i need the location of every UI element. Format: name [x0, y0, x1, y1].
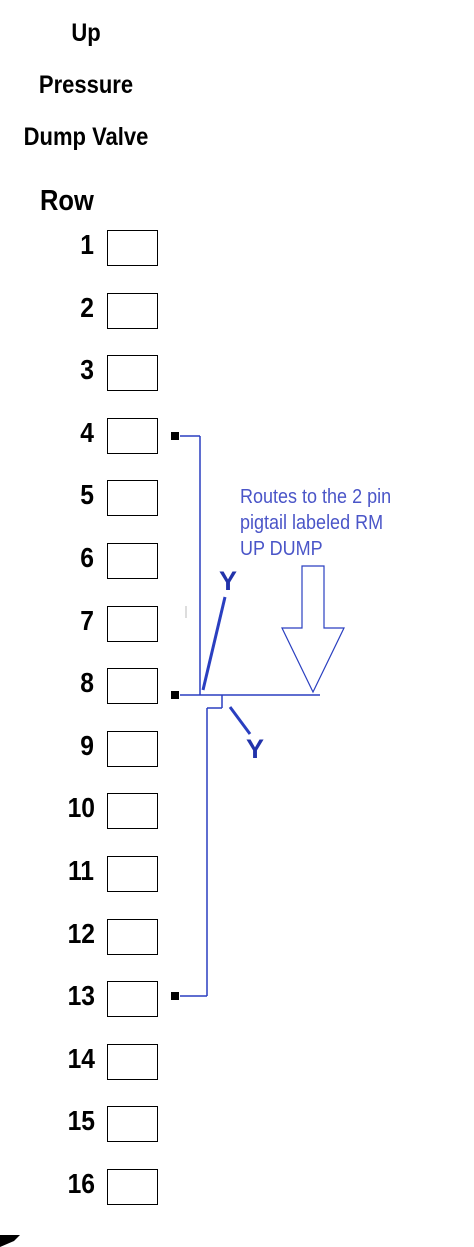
row-column-title: Row [40, 185, 94, 217]
y-lower-pointer [228, 706, 252, 735]
row-number: 3 [80, 354, 94, 385]
row-cell[interactable] [107, 919, 158, 955]
routing-annotation: Routes to the 2 pin pigtail labeled RM U… [240, 484, 447, 562]
y-upper-pointer [201, 596, 227, 691]
row-number: 10 [67, 792, 96, 823]
row-cell[interactable] [107, 606, 158, 642]
routing-arrow [281, 565, 345, 694]
row-cell[interactable] [107, 1044, 158, 1080]
row-cell[interactable] [107, 293, 158, 329]
header-line-pressure: Pressure [38, 71, 134, 99]
row-cell[interactable] [107, 355, 158, 391]
row-cell[interactable] [107, 1169, 158, 1205]
pin-row-4 [171, 432, 179, 440]
header-line-up: Up [71, 19, 101, 47]
row-number: 5 [80, 479, 94, 510]
row-cell[interactable] [107, 418, 158, 454]
annotation-line-1: Routes to the 2 pin [240, 486, 392, 508]
row-cell[interactable] [107, 480, 158, 516]
row-number: 13 [67, 980, 96, 1011]
row-cell[interactable] [107, 856, 158, 892]
wire-label-lower: Y [246, 734, 265, 764]
row-cell[interactable] [107, 543, 158, 579]
row-number: 12 [67, 918, 96, 949]
row-number: 14 [67, 1043, 96, 1074]
row-cell[interactable] [107, 793, 158, 829]
row-number: 8 [80, 667, 94, 698]
wire-label-upper: Y [219, 566, 238, 596]
row-number: 7 [80, 605, 94, 636]
row-cell[interactable] [107, 981, 158, 1017]
row-number: 9 [80, 730, 94, 761]
row-cell[interactable] [107, 668, 158, 704]
row-cell[interactable] [107, 731, 158, 767]
row-cell[interactable] [107, 1106, 158, 1142]
annotation-line-3: UP DUMP [240, 538, 323, 560]
annotation-line-2: pigtail labeled RM [240, 512, 384, 534]
row-number: 4 [80, 417, 94, 448]
pin-row-8 [171, 691, 179, 699]
pin-row-13 [171, 992, 179, 1000]
row-cell[interactable] [107, 230, 158, 266]
row-number: 6 [80, 542, 94, 573]
row-number: 2 [80, 292, 94, 323]
row-number: 11 [67, 855, 94, 886]
row-number: 1 [80, 229, 94, 260]
row-number: 15 [67, 1105, 96, 1136]
row-number: 16 [67, 1168, 96, 1199]
header-line-dump-valve: Dump Valve [23, 123, 149, 151]
corner-mark [0, 1235, 20, 1247]
